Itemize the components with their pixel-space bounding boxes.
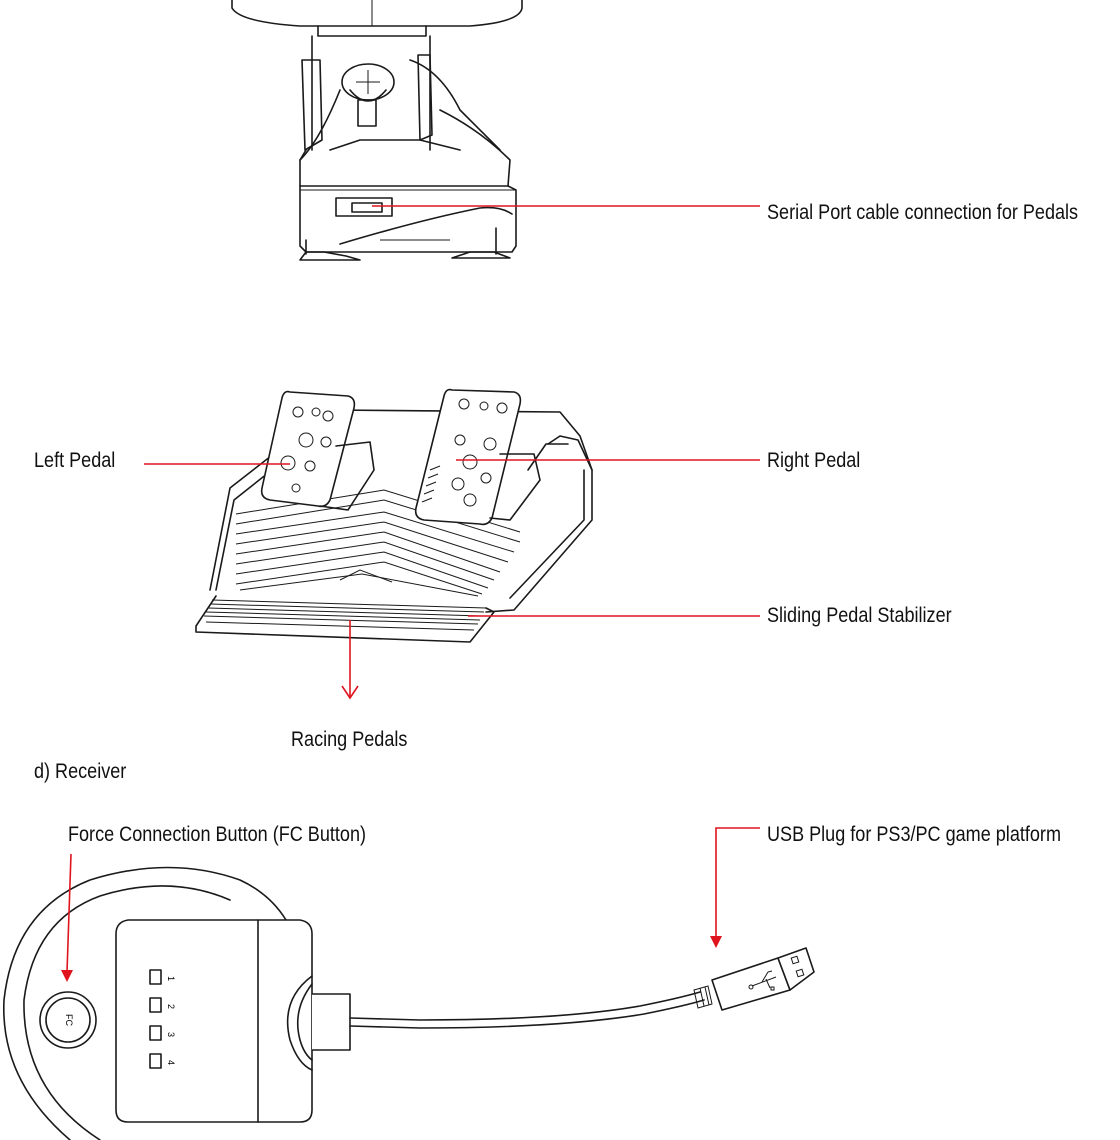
racing-pedals-label: Racing Pedals xyxy=(291,728,408,752)
led-4-label: 4 xyxy=(166,1060,176,1065)
serial-port-label: Serial Port cable connection for Pedals xyxy=(767,201,1078,225)
receiver-heading: d) Receiver xyxy=(34,760,127,784)
fc-button-arrow xyxy=(61,853,73,982)
fc-button-label: Force Connection Button (FC Button) xyxy=(68,823,366,847)
fc-button xyxy=(45,997,91,1043)
stabilizer-label: Sliding Pedal Stabilizer xyxy=(767,604,952,628)
usb-plug-arrow xyxy=(710,827,760,948)
left-pedal-label: Left Pedal xyxy=(34,449,115,473)
receiver-illustration: FC 1 2 3 4 xyxy=(3,866,815,1140)
fc-button-text: FC xyxy=(64,1014,74,1026)
usb-plug xyxy=(711,947,815,1011)
led-3 xyxy=(149,1025,162,1041)
fc-button-outer xyxy=(39,991,97,1049)
led-2-label: 2 xyxy=(166,1004,176,1009)
led-4 xyxy=(149,1053,162,1069)
usb-icon xyxy=(748,970,777,991)
led-indicators: 1 2 3 4 xyxy=(149,969,176,1069)
led-2 xyxy=(149,997,162,1013)
racing-pedals-illustration xyxy=(195,388,593,643)
strain-relief xyxy=(693,985,713,1009)
usb-plug-label: USB Plug for PS3/PC game platform xyxy=(767,823,1061,847)
racing-pedals-arrow xyxy=(341,620,359,700)
led-3-label: 3 xyxy=(166,1032,176,1037)
wheel-base-illustration xyxy=(231,0,523,261)
right-pedal-label: Right Pedal xyxy=(767,449,860,473)
led-1 xyxy=(149,969,162,985)
led-1-label: 1 xyxy=(166,976,176,981)
